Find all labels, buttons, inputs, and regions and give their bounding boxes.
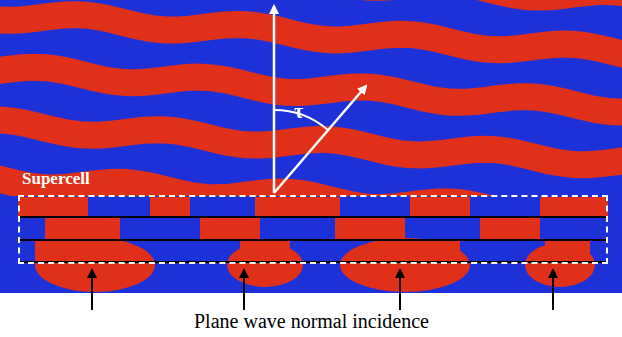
angle-label: τ xyxy=(294,100,303,123)
supercell-label: Supercell xyxy=(22,169,90,189)
axis-arrows xyxy=(274,6,366,193)
red-stripe xyxy=(0,177,622,196)
incidence-arrows xyxy=(92,270,553,310)
red-stripe xyxy=(0,15,622,56)
red-stripes xyxy=(0,0,622,196)
red-stripe xyxy=(0,120,622,165)
red-stripe xyxy=(0,67,622,112)
supercell-blocks xyxy=(18,197,608,292)
row-lines xyxy=(18,217,608,262)
supercell-box: Supercell xyxy=(18,195,608,264)
caption: Plane wave normal incidence xyxy=(194,310,429,333)
